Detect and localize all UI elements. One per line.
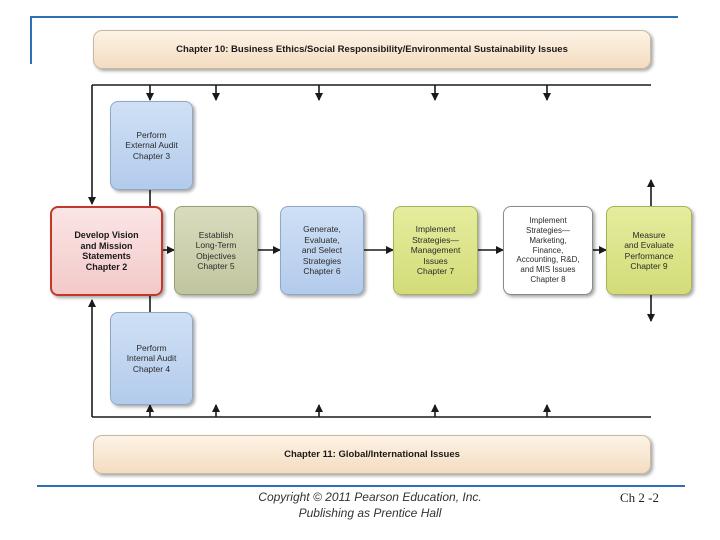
box-text: Management — [410, 245, 461, 256]
box-text: Chapter 3 — [132, 150, 171, 161]
implement-management-box: Implement Strategies— Management Issues … — [393, 206, 478, 295]
box-text: and MIS Issues — [520, 265, 576, 275]
copyright-line: Copyright © 2011 Pearson Education, Inc. — [258, 490, 482, 504]
box-text: Performance — [624, 250, 674, 261]
box-text: Chapter 7 — [416, 266, 455, 277]
decorative-bottom-line — [37, 485, 685, 487]
implement-marketing-box: Implement Strategies— Marketing, Finance… — [503, 206, 593, 295]
box-text: Statements — [82, 251, 131, 261]
box-text: Perform — [136, 129, 167, 140]
box-text: Objectives — [196, 250, 236, 261]
box-text: Finance, — [532, 245, 564, 255]
box-text: External Audit — [125, 140, 178, 151]
top-banner-ethics: Chapter 10: Business Ethics/Social Respo… — [93, 30, 651, 69]
publisher-line: Publishing as Prentice Hall — [298, 506, 442, 520]
measure-evaluate-box: Measure and Evaluate Performance Chapter… — [606, 206, 692, 295]
box-text: Internal Audit — [126, 353, 177, 364]
bottom-banner-global: Chapter 11: Global/International Issues — [93, 435, 651, 474]
copyright-notice: Copyright © 2011 Pearson Education, Inc.… — [200, 489, 540, 521]
box-text: Chapter 4 — [132, 363, 171, 374]
box-text: Establish — [198, 229, 234, 240]
box-text: Evaluate, — [304, 234, 340, 245]
box-text: Generate, — [303, 224, 341, 235]
decorative-top-line — [30, 16, 678, 18]
box-text: Strategies— — [525, 226, 571, 235]
box-text: and Mission — [80, 240, 133, 251]
box-text: Long-Term — [195, 240, 237, 250]
box-text: Develop Vision — [74, 230, 139, 240]
box-text: Accounting, R&D, — [516, 255, 580, 265]
box-text: and Evaluate — [624, 240, 674, 250]
box-text: Implement — [415, 224, 456, 235]
vision-mission-box: Develop Vision and Mission Statements Ch… — [50, 206, 163, 296]
generate-strategies-box: Generate, Evaluate, and Select Strategie… — [280, 206, 364, 295]
box-text: Perform — [136, 342, 167, 353]
slide-number: Ch 2 -2 — [620, 490, 659, 505]
external-audit-box: Perform External Audit Chapter 3 — [110, 101, 193, 190]
decorative-left-line — [30, 16, 32, 64]
box-text: Chapter 9 — [630, 261, 668, 271]
box-text: Strategies— — [412, 234, 459, 245]
box-text: Chapter 6 — [303, 266, 341, 277]
internal-audit-box: Perform Internal Audit Chapter 4 — [110, 312, 193, 405]
box-text: Chapter 8 — [530, 274, 566, 284]
box-text: Strategies — [302, 255, 342, 266]
box-text: and Select — [301, 245, 343, 256]
box-text: Marketing, — [529, 235, 567, 245]
box-text: Measure — [632, 229, 666, 240]
box-text: Chapter 5 — [197, 261, 235, 271]
box-text: Chapter 2 — [85, 261, 128, 272]
long-term-objectives-box: Establish Long-Term Objectives Chapter 5 — [174, 206, 258, 295]
box-text: Issues — [423, 255, 448, 266]
box-text: Implement — [529, 216, 567, 226]
